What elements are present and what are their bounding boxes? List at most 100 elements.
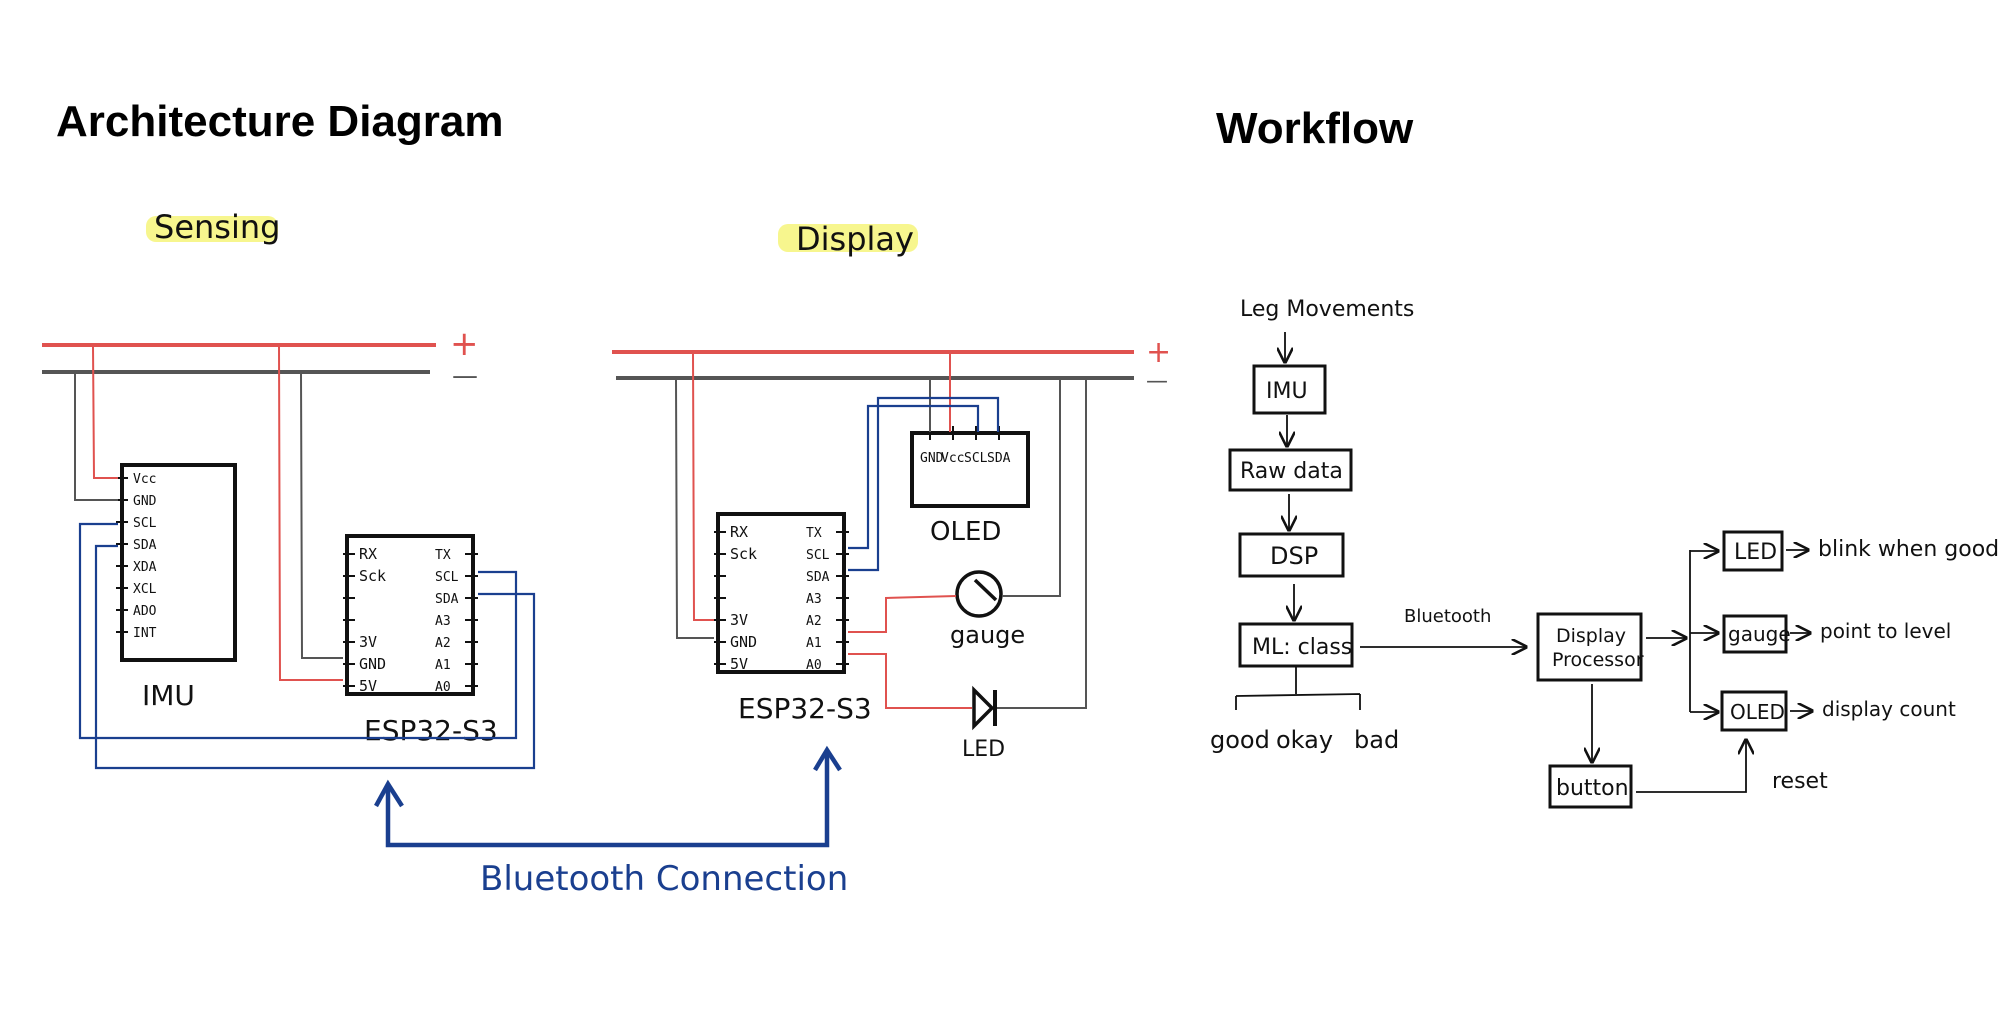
imu-pin-label: Vcc [133, 472, 156, 487]
esp_sensing-right-pin-label: A3 [435, 614, 451, 629]
workflow-output-oled-box [1720, 690, 1788, 732]
workflow-button-box [1548, 764, 1633, 809]
esp_sensing-right-pin-label: A2 [435, 636, 451, 651]
sensing-label: Sensing [154, 208, 280, 246]
led-diode-symbol [972, 685, 995, 731]
workflow-dsp-box [1238, 532, 1345, 578]
sensing-plus-sign: + [450, 324, 479, 364]
workflow-output-oled: OLED [1730, 700, 1785, 724]
workflow-raw-data-label: Raw data [1240, 459, 1343, 484]
sensing-wiring [74, 345, 536, 770]
gauge-label: gauge [950, 621, 1025, 649]
esp_sensing-right-pin-label: TX [435, 548, 451, 563]
esp_sensing-left-pin-label: 5V [359, 677, 377, 695]
workflow-processor-line2: Processor [1552, 649, 1644, 671]
esp_sensing-left-pin-label: RX [359, 545, 377, 563]
workflow-input-label: Leg Movements [1240, 297, 1414, 322]
workflow-output-led: LED [1734, 540, 1777, 565]
oled-box [910, 431, 1030, 508]
imu-box [120, 463, 237, 662]
esp_display-left-pin-label: RX [730, 523, 748, 541]
bluetooth-connection-link: Bluetooth Connection [374, 745, 848, 899]
display-power-rails: + — [612, 335, 1171, 394]
workflow-output-oled-action: display count [1822, 697, 1956, 721]
oled-pin-label: SDA [987, 451, 1011, 466]
workflow-reset-label: reset [1772, 769, 1828, 794]
workflow-button-label: button [1556, 776, 1629, 801]
esp_display-right-pin-label: SDA [806, 570, 830, 585]
architecture-title: Architecture Diagram [56, 97, 503, 146]
workflow-ml-label: ML: class [1252, 635, 1352, 660]
workflow-class-bad: bad [1354, 726, 1399, 754]
workflow-processor-line1: Display [1556, 625, 1626, 647]
sensing-power-rails: + — [42, 324, 479, 391]
gauge-dial [955, 570, 1003, 618]
display-label: Display [796, 220, 914, 258]
esp_display-right-pin-label: A3 [806, 592, 822, 607]
workflow-class-okay: okay [1276, 726, 1333, 754]
esp_display-right-pin-label: TX [806, 526, 822, 541]
imu-label: IMU [142, 679, 195, 712]
esp_sensing-right-pin-label: SCL [435, 570, 459, 585]
oled-pin-label: GND [920, 451, 944, 466]
workflow-output-gauge-action: point to level [1820, 619, 1951, 643]
esp_sensing-left-pin-label: Sck [359, 567, 386, 585]
sensing-minus-sign: — [452, 361, 478, 391]
esp_sensing-right-pin-label: SDA [435, 592, 459, 607]
imu-pin-label: ADO [133, 604, 157, 619]
esp_display-left-pin-label: Sck [730, 545, 757, 563]
esp_sensing-left-pin-label: 3V [359, 633, 377, 651]
workflow-output-gauge-box [1722, 614, 1788, 654]
workflow-raw-data-box [1228, 448, 1353, 492]
esp32-sensing-box [345, 534, 475, 696]
workflow-dsp-label: DSP [1270, 542, 1318, 570]
esp_sensing-right-pin-label: A1 [435, 658, 451, 673]
workflow-output-led-box [1722, 530, 1784, 572]
imu-pin-label: SCL [133, 516, 157, 531]
esp_display-right-pin-label: A1 [806, 636, 822, 651]
imu-pin-label: INT [133, 626, 157, 641]
oled-pin-label: SCL [964, 451, 988, 466]
display-plus-sign: + [1146, 335, 1171, 370]
imu-pin-label: GND [133, 494, 157, 509]
led-component: LED [962, 685, 1005, 762]
bluetooth-connection-label: Bluetooth Connection [480, 859, 848, 899]
workflow-title: Workflow [1216, 104, 1414, 153]
workflow-class-good: good [1210, 726, 1270, 754]
esp_display-left-pin-label: 5V [730, 655, 748, 673]
workflow-output-gauge: gauge [1728, 622, 1791, 646]
oled-pin-label: Vcc [941, 451, 964, 466]
oled-label: OLED [930, 517, 1001, 547]
workflow-diagram: Leg Movements IMU Raw data DSP ML: class… [1210, 297, 1999, 809]
display-wiring [675, 352, 1087, 709]
sensing-highlight [146, 216, 278, 242]
esp32-display-label: ESP32-S3 [738, 692, 872, 725]
imu-pin-label: SDA [133, 538, 157, 553]
esp_display-right-pin-label: SCL [806, 548, 830, 563]
esp_display-right-pin-label: A2 [806, 614, 822, 629]
esp_sensing-right-pin-label: A0 [435, 680, 451, 695]
workflow-display-processor-box [1536, 612, 1643, 682]
workflow-imu-box [1252, 364, 1327, 415]
display-minus-sign: — [1146, 369, 1168, 394]
imu-pin-label: XDA [133, 560, 157, 575]
workflow-imu-label: IMU [1266, 379, 1308, 404]
gauge-component: gauge [950, 570, 1025, 649]
workflow-bluetooth-label: Bluetooth [1404, 606, 1491, 627]
led-label: LED [962, 737, 1005, 762]
esp32-display-box [716, 512, 846, 674]
gauge-needle [973, 578, 998, 602]
display-highlight [778, 224, 918, 252]
esp_sensing-left-pin-label: GND [359, 655, 386, 673]
imu-pin-label: XCL [133, 582, 157, 597]
esp_display-left-pin-label: GND [730, 633, 757, 651]
esp32-sensing-label: ESP32-S3 [364, 714, 498, 747]
esp_display-left-pin-label: 3V [730, 611, 748, 629]
workflow-output-led-action: blink when good [1818, 537, 1999, 562]
esp_display-right-pin-label: A0 [806, 658, 822, 673]
